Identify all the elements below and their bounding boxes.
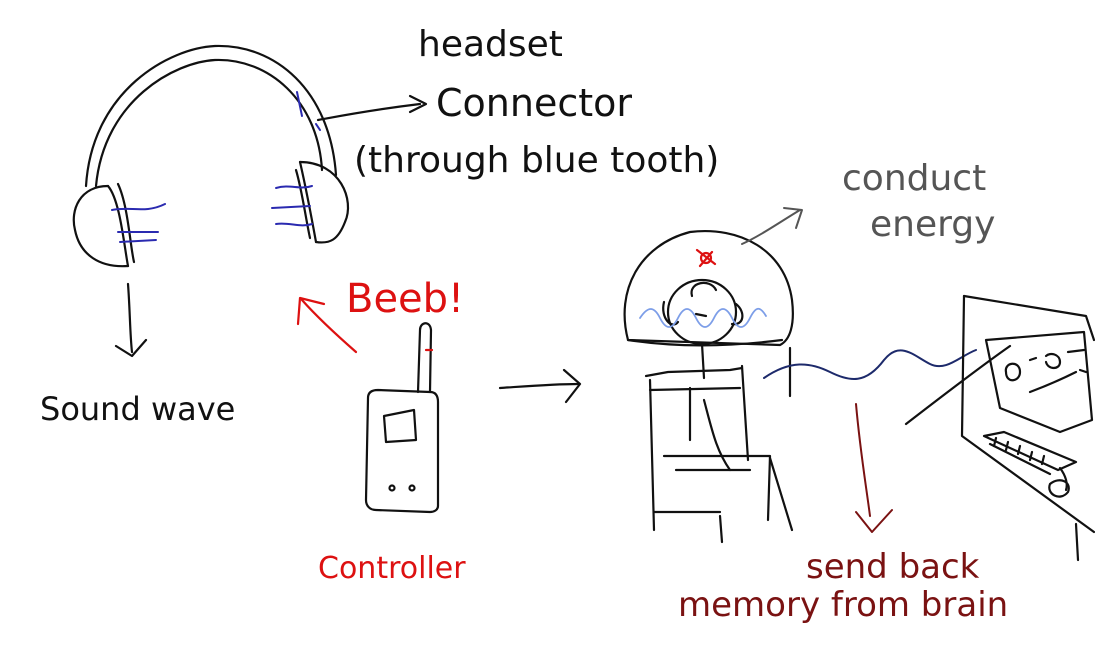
send-back-label: send back xyxy=(806,547,980,587)
remote-controller-icon xyxy=(364,322,440,514)
sound-wave-lines-left xyxy=(111,203,166,243)
beeb-arrow xyxy=(296,296,358,354)
beeb-label: Beeb! xyxy=(346,276,464,322)
brain-wave xyxy=(639,307,767,328)
conduct-energy-arrow xyxy=(741,207,803,245)
memory-from-brain-label: memory from brain xyxy=(678,585,1008,625)
controller-to-person-arrow xyxy=(498,368,582,404)
sound-wave-arrow xyxy=(114,282,148,358)
connector-label: Connector xyxy=(436,81,632,125)
bluetooth-label: (through blue tooth) xyxy=(354,140,719,181)
send-back-arrow xyxy=(855,403,893,533)
connector-arrow xyxy=(316,94,428,122)
signal-wave xyxy=(763,349,977,381)
headphones-icon xyxy=(72,44,350,268)
energy-label: energy xyxy=(870,204,995,245)
person-seated-icon xyxy=(623,230,794,544)
headset-label: headset xyxy=(418,24,563,65)
conduct-label: conduct xyxy=(842,158,986,199)
sound-wave-label: Sound wave xyxy=(40,390,235,428)
computer-icon xyxy=(904,294,1095,562)
controller-label: Controller xyxy=(318,551,466,586)
sound-wave-lines-right xyxy=(271,185,313,227)
energy-target-icon xyxy=(695,248,717,268)
